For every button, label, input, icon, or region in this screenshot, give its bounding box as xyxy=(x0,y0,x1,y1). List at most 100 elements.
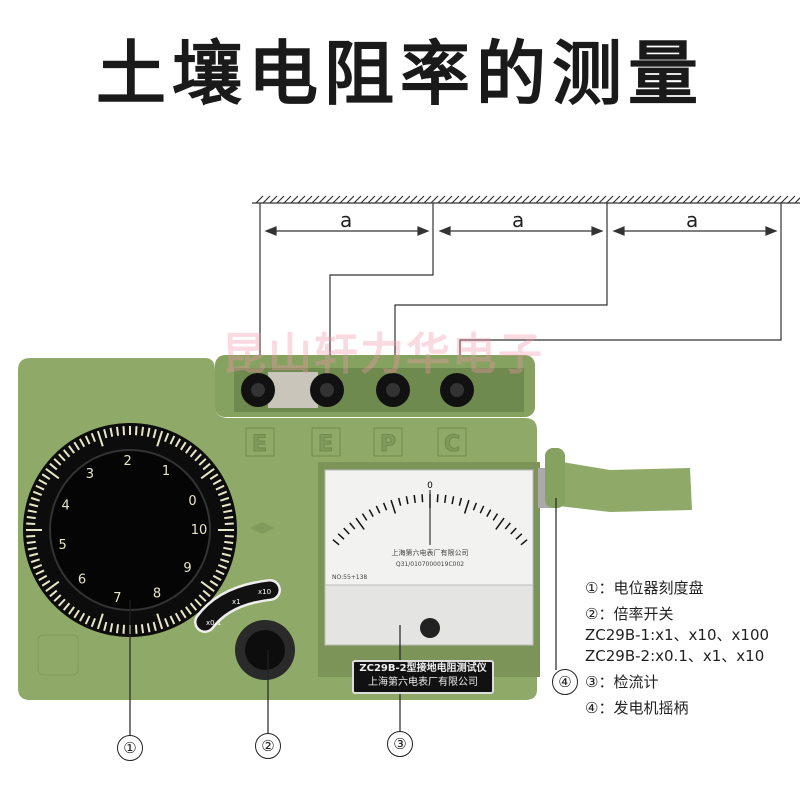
dial-tick xyxy=(41,580,51,587)
meter-tick xyxy=(458,497,463,506)
legend-item: ③：检流计 xyxy=(585,673,659,691)
hatch-mark xyxy=(521,195,530,204)
callout-3: ③ xyxy=(387,731,413,757)
hatch-mark xyxy=(661,195,670,204)
hatch-mark xyxy=(794,197,800,204)
dial-tick xyxy=(200,580,215,592)
dial-tick xyxy=(41,473,51,480)
hatch-mark xyxy=(766,195,775,204)
range-label: x1 xyxy=(232,598,241,606)
dial-tick xyxy=(79,612,86,622)
dial-tick xyxy=(68,445,75,454)
hatch-mark xyxy=(745,195,754,204)
dial-tick xyxy=(29,552,39,557)
hatch-mark xyxy=(626,195,635,204)
dial-number: 7 xyxy=(113,591,121,606)
hatch-mark xyxy=(654,195,663,204)
hatch-mark xyxy=(402,195,411,204)
terminal-label: E xyxy=(252,432,267,457)
legend-item: ④：发电机摇柄 xyxy=(585,699,689,717)
dial-tick xyxy=(180,609,187,619)
hatch-mark xyxy=(605,195,614,204)
dial-tick xyxy=(26,540,36,545)
meter-tick xyxy=(520,539,528,546)
meter-tick xyxy=(349,522,356,530)
hatch-mark xyxy=(269,195,278,204)
meter-tick xyxy=(337,533,345,540)
dial-tick xyxy=(45,468,60,480)
meter-tick xyxy=(332,539,340,546)
dial-tick xyxy=(35,569,45,576)
dial-tick xyxy=(103,429,108,439)
hatch-mark xyxy=(276,195,285,204)
hatch-mark xyxy=(262,195,271,204)
hatch-mark xyxy=(640,195,649,204)
dial-tick xyxy=(73,441,80,451)
hatch-mark xyxy=(647,195,656,204)
dial-tick xyxy=(215,484,225,491)
dial-tick xyxy=(198,594,207,602)
range-switch[interactable]: x0.1 x1 x10 xyxy=(194,579,295,680)
dial-tick xyxy=(189,602,198,611)
dial-tick xyxy=(212,574,222,581)
hatch-mark xyxy=(773,195,782,204)
dial-tick xyxy=(174,438,181,448)
dial-tick xyxy=(26,515,36,520)
spacing-label: a xyxy=(340,208,353,232)
legend-item: ZC29B-2:x0.1、x1、x10 xyxy=(585,647,765,665)
meter-tick xyxy=(492,513,499,521)
hatch-mark xyxy=(332,195,341,204)
dial-tick xyxy=(140,426,145,436)
dial-tick xyxy=(134,624,138,634)
dial-tick xyxy=(194,453,202,462)
meter-tick xyxy=(368,509,374,517)
range-label: x10 xyxy=(258,588,271,596)
dial-tick xyxy=(156,613,164,630)
dial-tick xyxy=(209,580,219,587)
generator-crank[interactable] xyxy=(538,448,692,512)
ground-line xyxy=(252,195,800,204)
dial-number: 10 xyxy=(191,523,208,538)
dial-tick xyxy=(58,453,66,462)
hatch-mark xyxy=(458,195,467,204)
meter-tick xyxy=(479,505,485,514)
dial-tick xyxy=(189,449,198,458)
dial-tick xyxy=(185,606,192,615)
hatch-mark xyxy=(577,195,586,204)
dial-tick xyxy=(30,558,40,564)
hatch-mark xyxy=(542,195,551,204)
dial-tick xyxy=(38,574,48,581)
hatch-mark xyxy=(724,195,733,204)
hatch-mark xyxy=(353,195,362,204)
dial-tick xyxy=(27,546,37,551)
dial-tick xyxy=(220,496,230,502)
hatch-mark xyxy=(493,195,502,204)
hatch-mark xyxy=(381,195,390,204)
meter-serial: NO:55+138 xyxy=(332,574,367,581)
dial-tick xyxy=(30,496,40,502)
hatch-mark xyxy=(668,195,677,204)
dial-tick xyxy=(96,430,104,447)
meter-code: Q31/0107000019C002 xyxy=(396,561,464,568)
dial-tick xyxy=(202,462,211,471)
meter-maker: 上海第六电表厂有限公司 xyxy=(392,548,469,557)
dial-number: 4 xyxy=(61,498,69,513)
hatch-mark xyxy=(535,195,544,204)
terminals[interactable] xyxy=(241,373,474,407)
meter-tick xyxy=(405,496,409,505)
dial-number: 2 xyxy=(123,454,131,469)
meter-tick xyxy=(444,494,447,504)
meter-tick xyxy=(343,527,350,535)
spacing-arrows xyxy=(264,226,778,236)
hatch-mark xyxy=(430,195,439,204)
dial-tick xyxy=(212,479,222,486)
hatch-mark xyxy=(675,195,684,204)
hatch-mark xyxy=(395,195,404,204)
hatch-mark xyxy=(318,195,327,204)
meter-tick xyxy=(413,494,416,504)
hatch-mark xyxy=(367,195,376,204)
hatch-mark xyxy=(409,195,418,204)
dial-number: 8 xyxy=(153,587,161,602)
